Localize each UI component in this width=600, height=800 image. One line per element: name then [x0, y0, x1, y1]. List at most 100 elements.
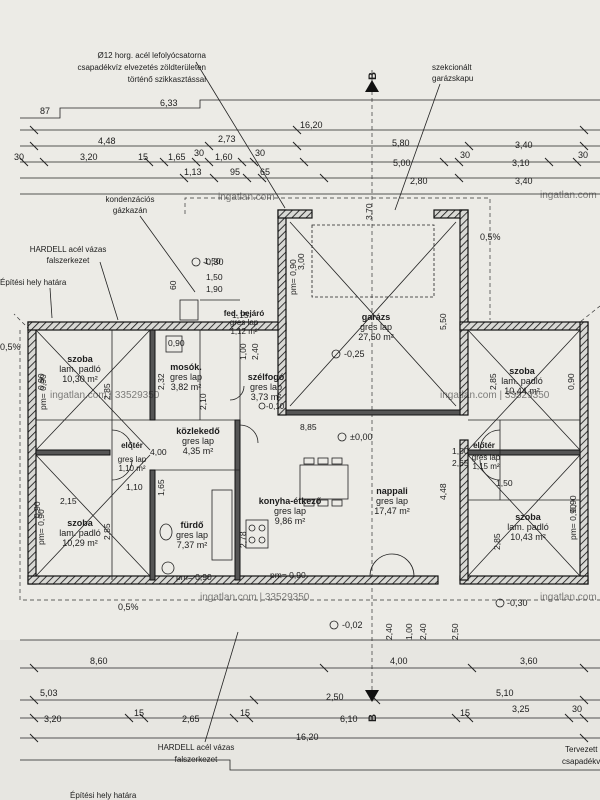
room-floor: lam. padló — [507, 522, 549, 532]
dim-1-65-v: 1,65 — [156, 479, 166, 496]
room-area: 10,29 m² — [62, 538, 98, 548]
dim-1-65: 1,65 — [168, 152, 186, 162]
dim-3-20: 3,20 — [80, 152, 98, 162]
note-gutter-3: történő szikkasztással — [128, 75, 206, 84]
dim-30-b: 30 — [194, 148, 204, 158]
dim-1-50: 1,50 — [204, 256, 221, 266]
dim-15-b: 15 — [240, 708, 250, 718]
room-nappali: nappali gres lap 17,47 m² — [374, 486, 410, 516]
level-markers: -0,25 ±0,00 -0,30 -0,02 -0,30 -0,10 0,5%… — [0, 232, 528, 630]
note-boundary-bottom: Építési hely határa — [70, 791, 137, 800]
room-mosok: mosók. gres lap 3,82 m² — [170, 362, 202, 392]
leader-gutter — [195, 61, 286, 209]
note-designed-2: csapadékv — [562, 757, 600, 766]
leader-fence-bottom — [204, 631, 239, 743]
note-boundary-left: Építési hely határa — [0, 278, 67, 287]
wall-right — [579, 321, 589, 585]
watermark-1: ingatlan.com — [218, 192, 275, 203]
dim-3-40-b: 3,40 — [515, 176, 533, 186]
room-floor: gres lap — [274, 506, 306, 516]
dim-30-d: 30 — [460, 150, 470, 160]
dim-pm-tl: pm= 0,90 — [38, 374, 48, 410]
room-area: 7,37 m² — [177, 540, 208, 550]
room-name: szoba — [67, 518, 94, 528]
room-area: 3,73 m² — [251, 392, 282, 402]
dim-15: 15 — [138, 152, 148, 162]
note-boiler-1: kondenzációs — [106, 195, 155, 204]
dim-4-00: 4,00 — [150, 447, 167, 457]
door-arc-1 — [111, 429, 133, 451]
wall-garage-right — [459, 209, 469, 416]
boundary-line-top — [20, 99, 600, 119]
dim-2-65-r: 2,65 — [452, 458, 469, 468]
roof-outline-side — [19, 330, 600, 601]
dim-5-10: 5,10 — [496, 688, 514, 698]
room-fed-bejaro: fed. bejáró gres lap 1,12 m² — [224, 309, 265, 336]
note-designed-1: Tervezett — [565, 745, 598, 754]
room-area: 3,82 m² — [171, 382, 202, 392]
sink — [161, 561, 175, 575]
dim-2-80: 2,80 — [410, 176, 428, 186]
annotations: Ø12 horg. acél lefolyócsatorna csapadékv… — [0, 51, 600, 800]
boundary-line-bottom — [20, 759, 600, 771]
room-floor: gres lap — [182, 436, 214, 446]
watermark-6: ingatlan.com — [540, 592, 597, 603]
leader-gate — [394, 83, 441, 211]
level-entry: -0,30 — [203, 257, 224, 267]
dim-3-60: 3,60 — [520, 656, 538, 666]
room-area: 10,44 m² — [504, 386, 540, 396]
dim-1-50-r: 1,50 — [496, 478, 513, 488]
dim-60: 60 — [168, 280, 178, 290]
section-arrow-bottom — [365, 690, 379, 702]
dim-1-13: 1,13 — [184, 167, 202, 177]
room-name: szoba — [509, 366, 536, 376]
room-szoba-bl: szoba lam. padló 10,29 m² — [59, 518, 101, 548]
dim-4-48-v: 4,48 — [438, 483, 448, 500]
note-gutter-2: csapadékvíz elvezetés zöldterületen — [77, 63, 206, 72]
dim-95: 95 — [230, 167, 240, 177]
note-gate-2: garázskapu — [432, 74, 473, 83]
top-dimensions: 87 6,33 16,20 5,80 4,48 2,73 3,40 30 3,2… — [14, 70, 600, 700]
level-front: -0,02 — [342, 620, 363, 630]
dim-pm-bl: pm= 0,90 — [36, 509, 46, 545]
room-name: szélfogó — [248, 372, 285, 382]
slope-right: 0,5% — [480, 232, 501, 242]
roof-outline-top — [184, 197, 491, 320]
room-szoba-tr: szoba lam. padló 10,44 m² — [501, 366, 543, 396]
note-fence-top-1: HARDELL acél vázas — [30, 245, 107, 254]
dim-2-32: 2,32 — [156, 373, 166, 390]
dim-65: 65 — [260, 167, 270, 177]
wc-bowl — [159, 523, 173, 541]
dim-4-48: 4,48 — [98, 136, 116, 146]
dim-15-a: 15 — [134, 708, 144, 718]
dining-table — [299, 464, 349, 500]
door-arc-5 — [479, 459, 501, 481]
wall-bottom-right — [459, 575, 589, 585]
dim-2-40-b: 2,40 — [418, 623, 428, 640]
room-floor: gres lap — [230, 318, 259, 327]
note-fence-top-2: falszerkezet — [47, 256, 90, 265]
room-name: előtér — [473, 441, 495, 450]
room-floor: gres lap — [360, 322, 392, 332]
slope-left: 0,5% — [0, 342, 21, 352]
room-area: 10,30 m² — [62, 374, 98, 384]
dim-3-20-b: 3,20 — [44, 714, 62, 724]
room-floor: gres lap — [176, 530, 208, 540]
dim-2-85-c: 2,85 — [488, 373, 498, 390]
dim-2-85-b: 2,85 — [102, 523, 112, 540]
dim-4-00-b: 4,00 — [390, 656, 408, 666]
partitions — [36, 299, 580, 580]
room-szelfogo: szélfogó gres lap 3,73 m² — [248, 372, 285, 402]
dim-15-c: 15 — [460, 708, 470, 718]
dim-5-50: 5,50 — [438, 313, 448, 330]
interior-dims: 1,50 1,50 1,90 60 0,90 8,85 1,00 2,65 1,… — [32, 203, 578, 640]
dim-1-50-b: 1,50 — [206, 272, 223, 282]
wall-bottom — [27, 575, 439, 585]
dim-6-10: 6,10 — [340, 714, 358, 724]
room-area: 9,86 m² — [275, 516, 306, 526]
room-labels: garázs gres lap 27,50 m² szoba lam. padl… — [59, 309, 549, 550]
dim-8-60: 8,60 — [90, 656, 108, 666]
dim-pm-garage: pm= 0,90 — [288, 259, 298, 295]
note-gutter-1: Ø12 horg. acél lefolyócsatorna — [97, 51, 206, 60]
dim-2-50-b: 2,50 — [326, 692, 344, 702]
